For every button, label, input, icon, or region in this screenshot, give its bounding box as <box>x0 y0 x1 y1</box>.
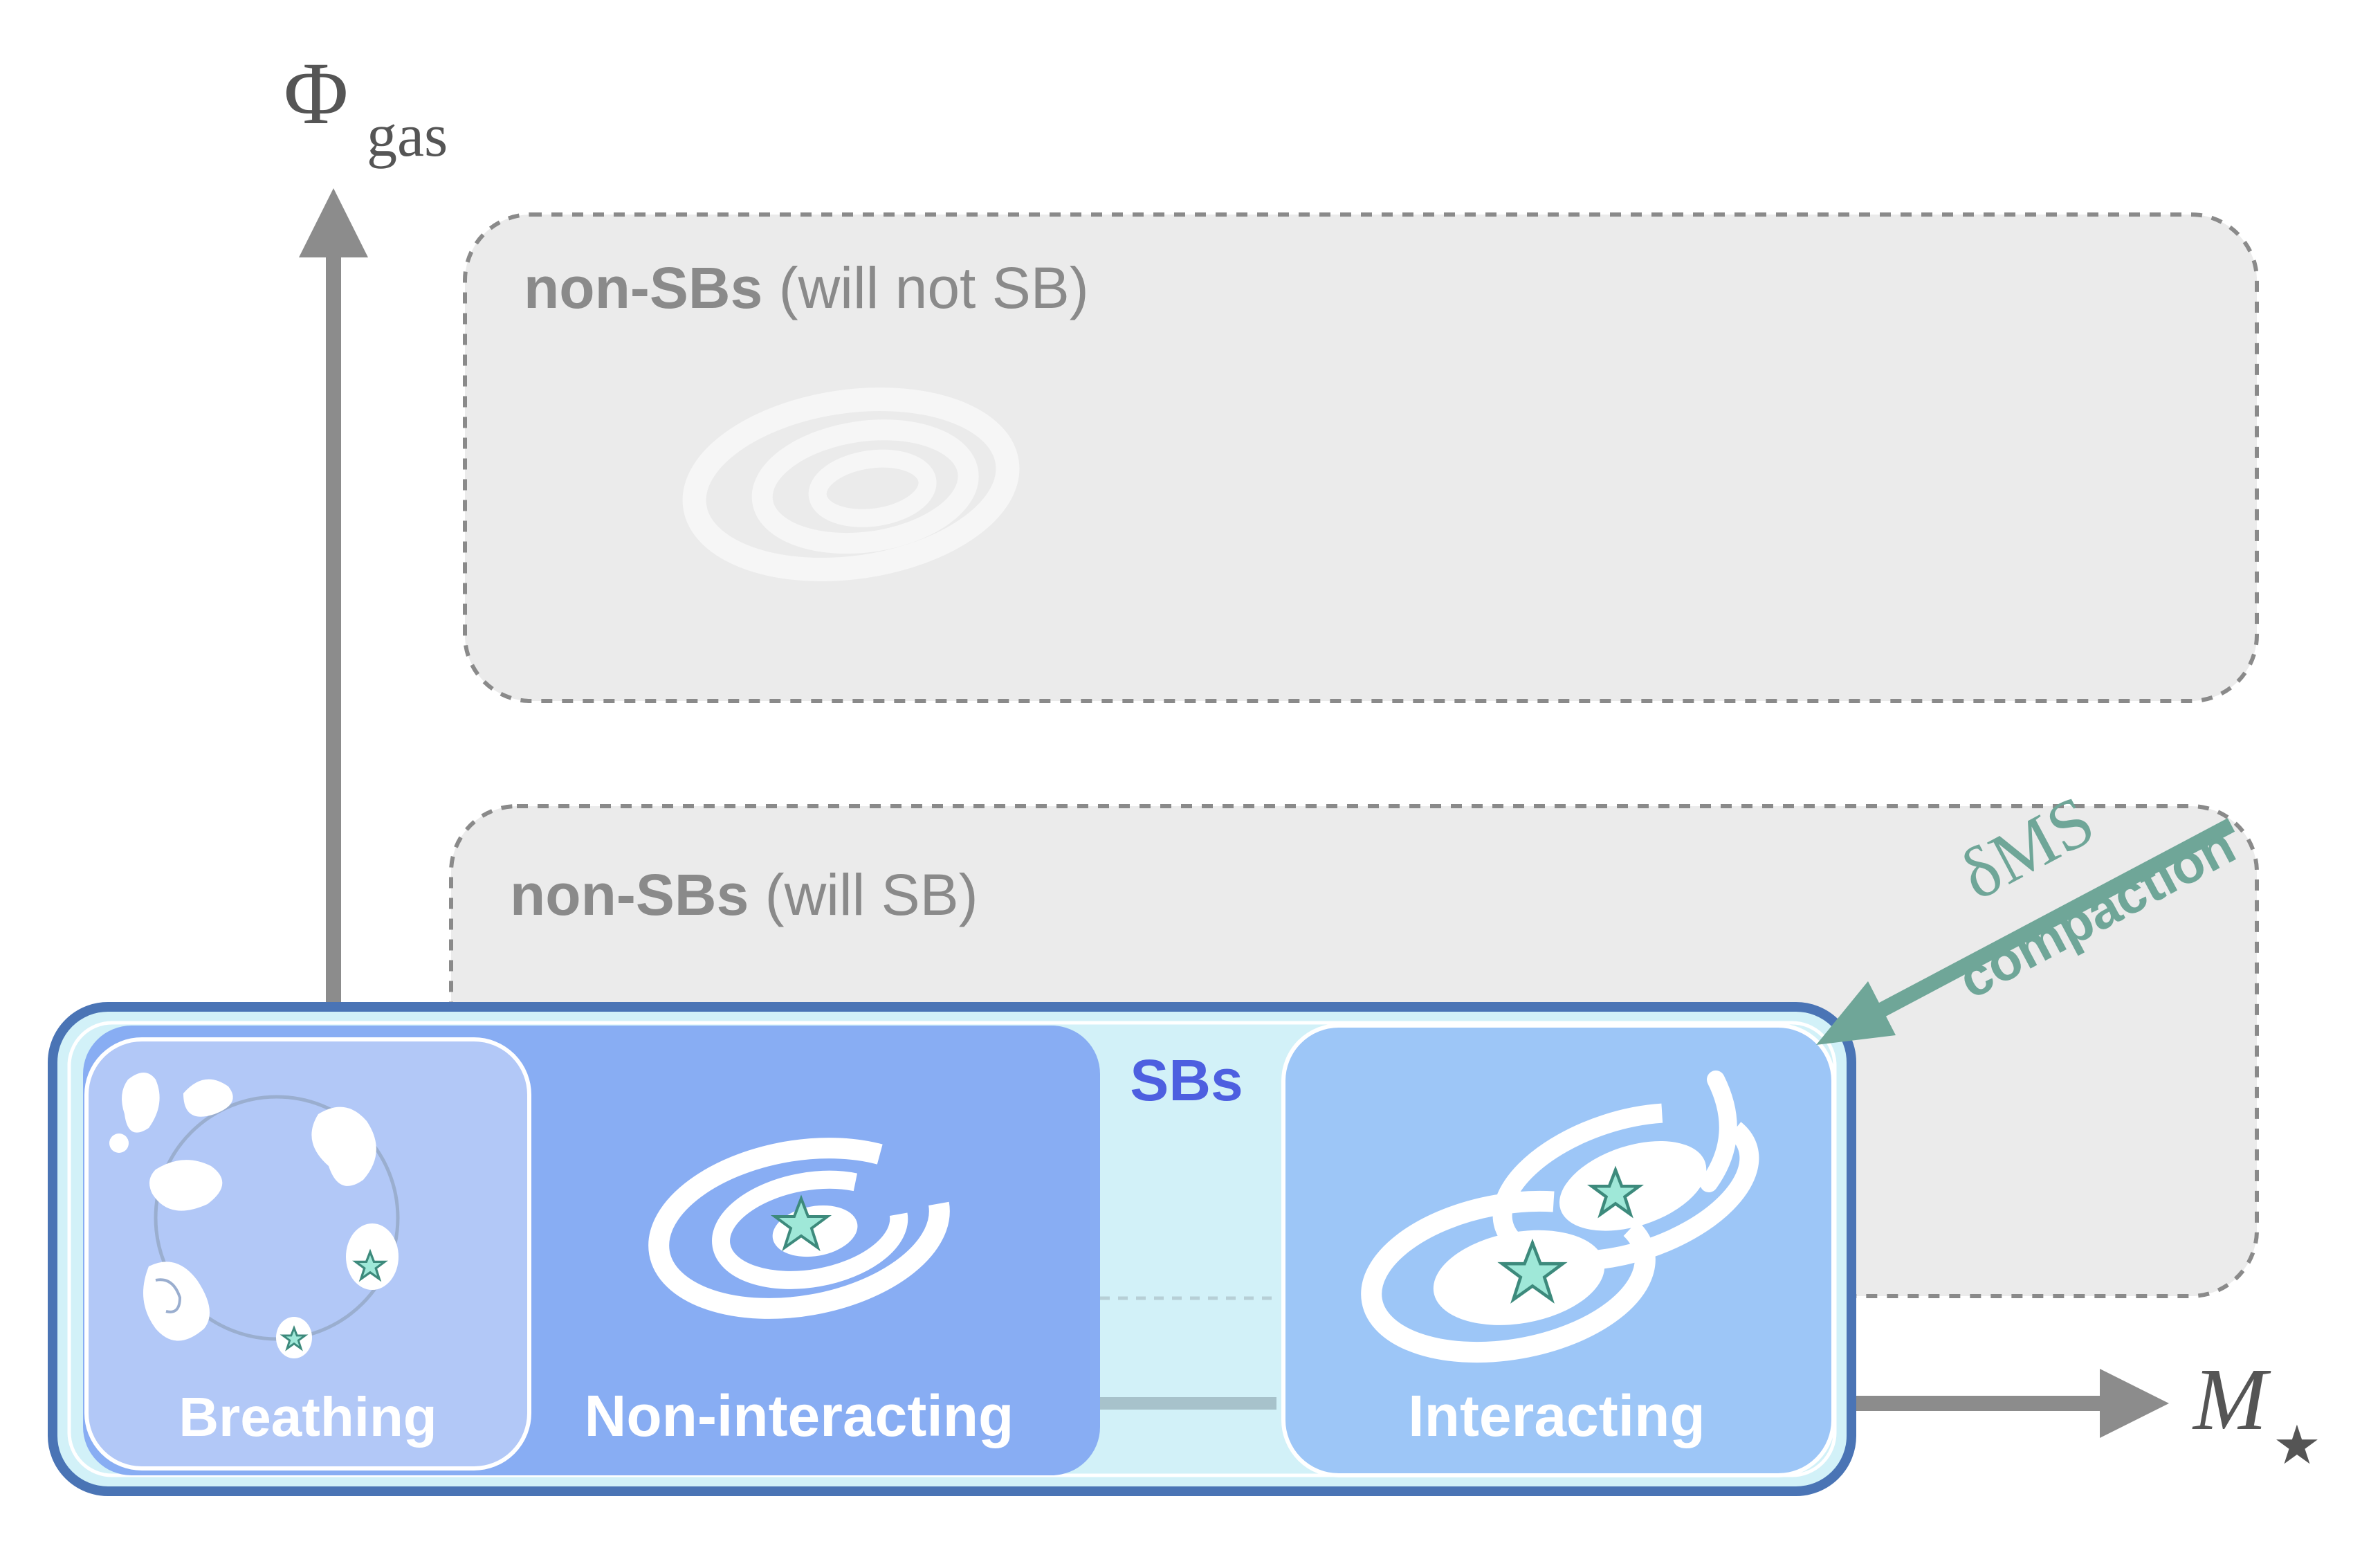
sb-title: SBs <box>1130 1048 1243 1113</box>
x-axis-label: M ★ <box>2192 1350 2321 1475</box>
non-sb-middle-label-rest: (will SB) <box>749 862 978 927</box>
non-sb-will-not-sb-box: non-SBs (will not SB) <box>463 212 2259 703</box>
y-axis-symbol: Φ <box>284 44 349 143</box>
y-axis-label: Φ gas <box>284 44 448 170</box>
non-interacting-label: Non-interacting <box>585 1383 1014 1448</box>
svg-text:non-SBs (will not SB): non-SBs (will not SB) <box>524 255 1089 320</box>
breathing-panel: Breathing <box>84 1037 531 1470</box>
svg-text:non-SBs (will SB): non-SBs (will SB) <box>510 862 978 927</box>
breathing-label: Breathing <box>178 1386 437 1448</box>
non-sb-middle-label-bold: non-SBs <box>510 862 749 927</box>
x-axis-subscript: ★ <box>2273 1415 2321 1475</box>
non-sb-top-label-bold: non-SBs <box>524 255 762 320</box>
non-sb-top-label-rest: (will not SB) <box>762 255 1088 320</box>
x-axis-symbol: M <box>2192 1350 2271 1448</box>
y-axis-subscript: gas <box>367 102 448 170</box>
y-axis <box>299 188 368 1024</box>
spiral-galaxy-icon <box>682 388 1020 581</box>
interacting-label: Interacting <box>1408 1383 1705 1448</box>
interacting-panel: Interacting <box>1281 1023 1836 1477</box>
